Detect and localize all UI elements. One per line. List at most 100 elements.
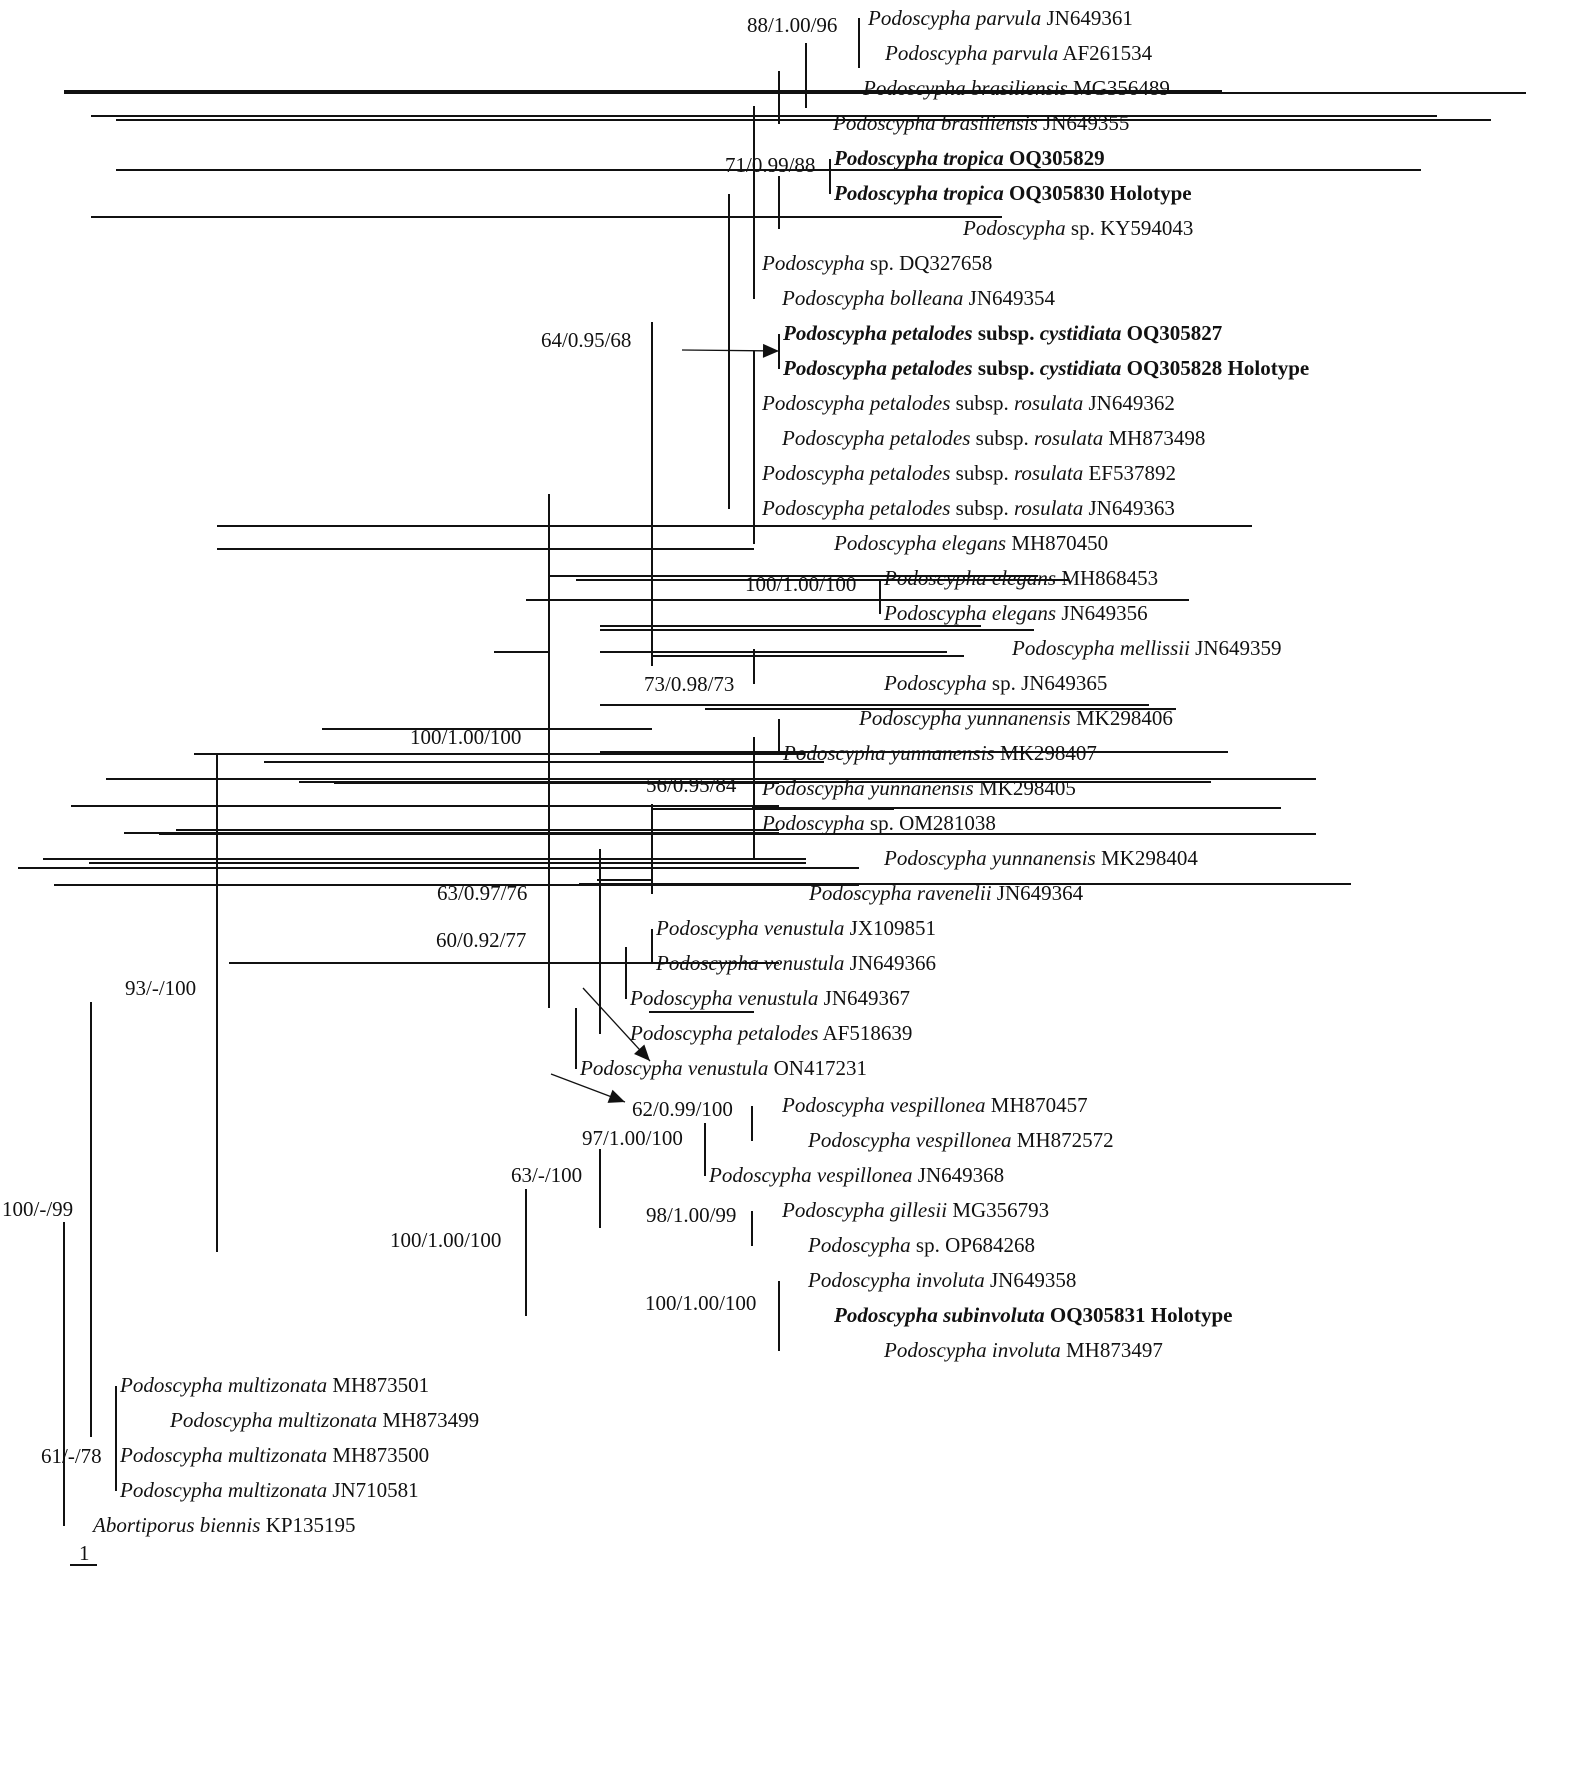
taxon-brasil1-part: Podoscypha bbox=[862, 76, 966, 100]
taxon-label-raven: Podoscypha ravenelii JN649364 bbox=[808, 881, 1084, 905]
taxon-label-brasil1: Podoscypha brasiliensis MG356489 bbox=[862, 76, 1170, 100]
taxon-eleg2-part: Podoscypha bbox=[883, 566, 987, 590]
taxon-cyst1-part: cystidiata bbox=[1040, 321, 1122, 345]
taxon-subinv-part: Holotype bbox=[1151, 1303, 1233, 1327]
taxon-label-parvula1: Podoscypha parvula JN649361 bbox=[867, 6, 1133, 30]
support-value-s_cyst: 64/0.95/68 bbox=[541, 328, 631, 352]
taxon-ros3-part: EF537892 bbox=[1088, 461, 1176, 485]
taxon-sp_ky-part: sp. bbox=[1071, 216, 1095, 240]
taxon-sp_op-part: Podoscypha bbox=[807, 1233, 911, 1257]
scale-bar: 1 bbox=[70, 1541, 97, 1566]
taxon-ros3-part: rosulata bbox=[1014, 461, 1083, 485]
taxon-subinv-part: OQ305831 bbox=[1050, 1303, 1146, 1327]
taxon-sp_op-part: sp. bbox=[916, 1233, 940, 1257]
taxon-label-tropica2: Podoscypha tropica OQ305830 Holotype bbox=[833, 181, 1192, 205]
taxon-ros1-part: Podoscypha bbox=[761, 391, 865, 415]
taxon-sp_jn-part: Podoscypha bbox=[883, 671, 987, 695]
taxon-mell-part: Podoscypha bbox=[1011, 636, 1115, 660]
support-value-s_multi: 61/-/78 bbox=[41, 1444, 102, 1468]
taxon-vesp1-part: Podoscypha bbox=[781, 1093, 885, 1117]
taxon-gill-part: gillesii bbox=[890, 1198, 947, 1222]
taxon-label-eleg1: Podoscypha elegans MH870450 bbox=[833, 531, 1108, 555]
taxon-ros3-part: petalodes bbox=[868, 461, 950, 485]
taxon-label-cyst2: Podoscypha petalodes subsp. cystidiata O… bbox=[782, 356, 1309, 380]
taxon-label-sp_jn: Podoscypha sp. JN649365 bbox=[883, 671, 1107, 695]
taxon-tropica2-part: Holotype bbox=[1110, 181, 1192, 205]
taxon-cyst2-part: Holotype bbox=[1228, 356, 1310, 380]
taxon-label-ros4: Podoscypha petalodes subsp. rosulata JN6… bbox=[761, 496, 1175, 520]
taxon-sp_om-part: Podoscypha bbox=[761, 811, 865, 835]
taxon-yun2-part: yunnanensis bbox=[889, 741, 995, 765]
taxon-yun1-part: Podoscypha bbox=[858, 706, 962, 730]
taxon-label-eleg3: Podoscypha elegans JN649356 bbox=[883, 601, 1148, 625]
taxon-mell-part: mellissii bbox=[1120, 636, 1190, 660]
taxon-multi2-part: multizonata bbox=[278, 1408, 377, 1432]
taxon-yun2-part: MK298407 bbox=[1000, 741, 1097, 765]
taxon-eleg1-part: Podoscypha bbox=[833, 531, 937, 555]
taxon-abort-part: Abortiporus bbox=[91, 1513, 195, 1537]
taxon-vesp2-part: Podoscypha bbox=[807, 1128, 911, 1152]
taxon-parvula1-part: parvula bbox=[974, 6, 1041, 30]
taxon-label-sp_om: Podoscypha sp. OM281038 bbox=[761, 811, 996, 835]
taxon-label-ven2: Podoscypha venustula JN649366 bbox=[655, 951, 936, 975]
support-value-s_invol: 100/1.00/100 bbox=[645, 1291, 756, 1315]
taxon-eleg3-part: Podoscypha bbox=[883, 601, 987, 625]
taxon-vesp2-part: vespillonea bbox=[916, 1128, 1012, 1152]
taxon-parvula1-part: Podoscypha bbox=[867, 6, 971, 30]
taxon-label-invol1: Podoscypha involuta JN649358 bbox=[807, 1268, 1076, 1292]
taxon-eleg3-part: JN649356 bbox=[1061, 601, 1147, 625]
taxon-tropica1-part: tropica bbox=[943, 146, 1004, 170]
taxon-bolleana-part: Podoscypha bbox=[781, 286, 885, 310]
taxon-sp_ky-part: Podoscypha bbox=[962, 216, 1066, 240]
support-value-s_parvula: 88/1.00/96 bbox=[747, 13, 837, 37]
taxon-sp_jn-part: JN649365 bbox=[1021, 671, 1107, 695]
taxon-multi3-part: multizonata bbox=[228, 1443, 327, 1467]
taxon-invol1-part: Podoscypha bbox=[807, 1268, 911, 1292]
taxon-parvula1-part: JN649361 bbox=[1046, 6, 1132, 30]
taxon-cyst2-part: cystidiata bbox=[1040, 356, 1122, 380]
taxon-ven4-part: ON417231 bbox=[774, 1056, 867, 1080]
taxon-yun3-part: MK298405 bbox=[979, 776, 1076, 800]
taxon-multi2-part: Podoscypha bbox=[169, 1408, 273, 1432]
taxon-raven-part: Podoscypha bbox=[808, 881, 912, 905]
taxon-ven3-part: JN649367 bbox=[824, 986, 910, 1010]
taxon-abort-part: biennis bbox=[200, 1513, 261, 1537]
taxon-eleg3-part: elegans bbox=[992, 601, 1056, 625]
taxon-ros2-part: rosulata bbox=[1034, 426, 1103, 450]
taxon-ros2-part: petalodes bbox=[888, 426, 970, 450]
taxon-label-invol2: Podoscypha involuta MH873497 bbox=[883, 1338, 1163, 1362]
taxon-ven4-part: Podoscypha bbox=[579, 1056, 683, 1080]
taxon-ros4-part: petalodes bbox=[868, 496, 950, 520]
support-value-s_ven3: 60/0.92/77 bbox=[436, 928, 526, 952]
taxon-ven1-part: Podoscypha bbox=[655, 916, 759, 940]
taxon-label-ven3: Podoscypha venustula JN649367 bbox=[629, 986, 910, 1010]
support-value-s_main: 100/1.00/100 bbox=[410, 725, 521, 749]
taxon-vesp3-part: JN649368 bbox=[918, 1163, 1004, 1187]
support-labels: 88/1.00/9671/0.99/8864/0.95/68100/1.00/1… bbox=[2, 13, 856, 1468]
taxon-label-abort: Abortiporus biennis KP135195 bbox=[91, 1513, 356, 1537]
taxon-label-vesp3: Podoscypha vespillonea JN649368 bbox=[708, 1163, 1004, 1187]
taxon-sp_jn-part: sp. bbox=[992, 671, 1016, 695]
taxon-sp_dq-part: sp. bbox=[870, 251, 894, 275]
taxon-label-sp_op: Podoscypha sp. OP684268 bbox=[807, 1233, 1035, 1257]
taxon-ros2-part: subsp. bbox=[976, 426, 1029, 450]
taxon-parvula2-part: parvula bbox=[991, 41, 1058, 65]
taxon-label-sp_ky: Podoscypha sp. KY594043 bbox=[962, 216, 1193, 240]
taxon-mell-part: JN649359 bbox=[1195, 636, 1281, 660]
taxon-eleg1-part: MH870450 bbox=[1011, 531, 1108, 555]
taxon-ven2-part: venustula bbox=[764, 951, 844, 975]
taxon-ros4-part: Podoscypha bbox=[761, 496, 865, 520]
taxon-label-vesp1: Podoscypha vespillonea MH870457 bbox=[781, 1093, 1088, 1117]
support-arrow-line-1 bbox=[582, 987, 651, 1062]
taxon-label-yun1: Podoscypha yunnanensis MK298406 bbox=[858, 706, 1173, 730]
support-arrows bbox=[550, 343, 780, 1103]
taxon-vesp1-part: vespillonea bbox=[890, 1093, 986, 1117]
taxon-raven-part: JN649364 bbox=[997, 881, 1084, 905]
taxon-tropica1-part: Podoscypha bbox=[833, 146, 938, 170]
taxon-label-sp_dq: Podoscypha sp. DQ327658 bbox=[761, 251, 992, 275]
taxon-invol2-part: Podoscypha bbox=[883, 1338, 987, 1362]
taxon-ros1-part: subsp. bbox=[956, 391, 1009, 415]
support-value-s_gill: 98/1.00/99 bbox=[646, 1203, 736, 1227]
